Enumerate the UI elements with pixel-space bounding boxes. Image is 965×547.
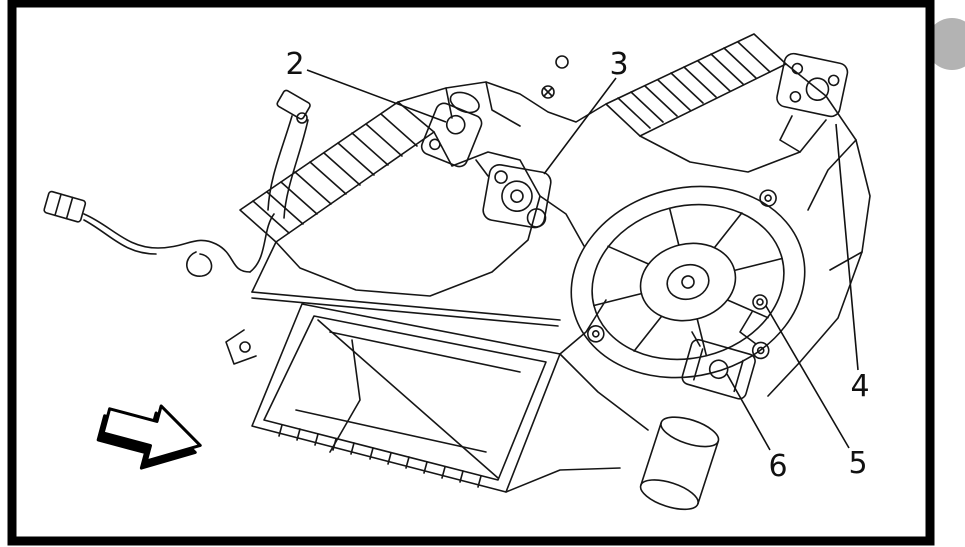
callout-2-label: 2 xyxy=(285,47,304,82)
corner-badge xyxy=(926,18,965,70)
actuator-center xyxy=(475,159,552,229)
view-direction-arrow xyxy=(96,404,202,470)
hvac-assembly-art xyxy=(43,33,871,511)
blower-motor xyxy=(570,185,806,379)
callout-5-leader xyxy=(765,305,850,449)
ribbed-band-left xyxy=(239,101,435,243)
wiring-harness xyxy=(43,89,311,277)
housing-right xyxy=(639,63,871,397)
callout-4-leader xyxy=(835,123,859,371)
callout-leaders xyxy=(306,69,859,451)
callout-labels: 2 3 4 5 6 xyxy=(285,47,869,484)
arrow-body xyxy=(101,404,202,463)
actuator-center-left xyxy=(420,91,483,168)
callout-6-label: 6 xyxy=(768,449,787,484)
ribbed-band-right xyxy=(605,33,787,137)
structural-lines xyxy=(225,131,649,493)
callout-5-label: 5 xyxy=(848,446,867,481)
figure-frame-border xyxy=(7,0,935,546)
blower-control-module xyxy=(681,331,756,400)
core-panel xyxy=(251,303,561,493)
callout-4-label: 4 xyxy=(850,369,869,404)
blower-fastener xyxy=(739,294,768,345)
actuator-top-right xyxy=(776,52,849,153)
callout-3-leader xyxy=(543,77,617,175)
callout-6-leader xyxy=(726,373,771,451)
callout-3-label: 3 xyxy=(609,47,628,82)
housing-top xyxy=(296,55,607,127)
lower-duct xyxy=(639,416,720,511)
callout-2-leader xyxy=(306,69,447,123)
